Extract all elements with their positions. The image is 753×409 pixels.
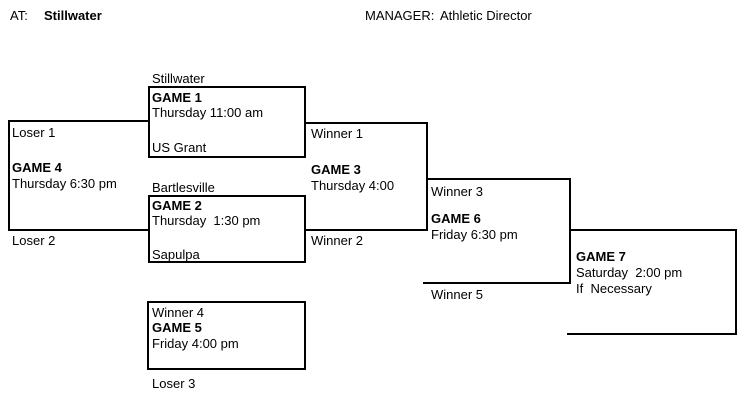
game4-time: Thursday 6:30 pm	[12, 176, 117, 191]
game7-note: If Necessary	[576, 281, 652, 296]
game3-bottom-line	[306, 229, 428, 231]
game2-time: Thursday 1:30 pm	[152, 213, 261, 228]
game3-top-slot: Winner 1	[311, 126, 364, 141]
at-label: AT:	[10, 8, 28, 23]
game4-top-slot: Loser 1	[12, 125, 56, 140]
game5-box	[147, 301, 306, 370]
game7-top-line	[571, 229, 737, 231]
game4-left-line	[8, 120, 10, 231]
game6-top-slot: Winner 3	[431, 184, 484, 199]
game7-bottom-line	[567, 333, 737, 335]
game3-right-line	[426, 122, 428, 231]
game6-title: GAME 6	[431, 211, 481, 226]
game4-bottom-line	[8, 229, 150, 231]
at-value: Stillwater	[44, 8, 102, 23]
game7-right-line	[735, 229, 737, 335]
game3-title: GAME 3	[311, 162, 361, 177]
game1-time: Thursday 11:00 am	[152, 105, 264, 120]
game2-top-team: Bartlesville	[152, 180, 215, 195]
game2-box	[148, 195, 306, 263]
game4-title: GAME 4	[12, 160, 62, 175]
game5-top-slot: Winner 4	[152, 305, 205, 320]
game1-box	[148, 86, 306, 158]
game6-bottom-line	[423, 282, 571, 284]
game3-bottom-slot: Winner 2	[311, 233, 364, 248]
game3-time: Thursday 4:00	[311, 178, 395, 193]
game5-bottom-slot: Loser 3	[152, 376, 196, 391]
game6-right-line	[569, 178, 571, 284]
game2-bottom-team: Sapulpa	[152, 247, 200, 262]
game4-bottom-slot: Loser 2	[12, 233, 56, 248]
game1-title: GAME 1	[152, 90, 202, 105]
game1-top-team: Stillwater	[152, 71, 205, 86]
game5-time: Friday 4:00 pm	[152, 336, 239, 351]
manager-label: MANAGER:	[365, 8, 435, 23]
manager-value: Athletic Director	[440, 8, 532, 23]
game6-top-line	[428, 178, 571, 180]
game7-time: Saturday 2:00 pm	[576, 265, 683, 280]
game6-bottom-slot: Winner 5	[431, 287, 484, 302]
game3-top-line	[306, 122, 428, 124]
game6-time: Friday 6:30 pm	[431, 227, 518, 242]
game1-bottom-team: US Grant	[152, 140, 207, 155]
game5-title: GAME 5	[152, 320, 202, 335]
game2-title: GAME 2	[152, 198, 202, 213]
game7-title: GAME 7	[576, 249, 626, 264]
game4-top-line	[8, 120, 150, 122]
